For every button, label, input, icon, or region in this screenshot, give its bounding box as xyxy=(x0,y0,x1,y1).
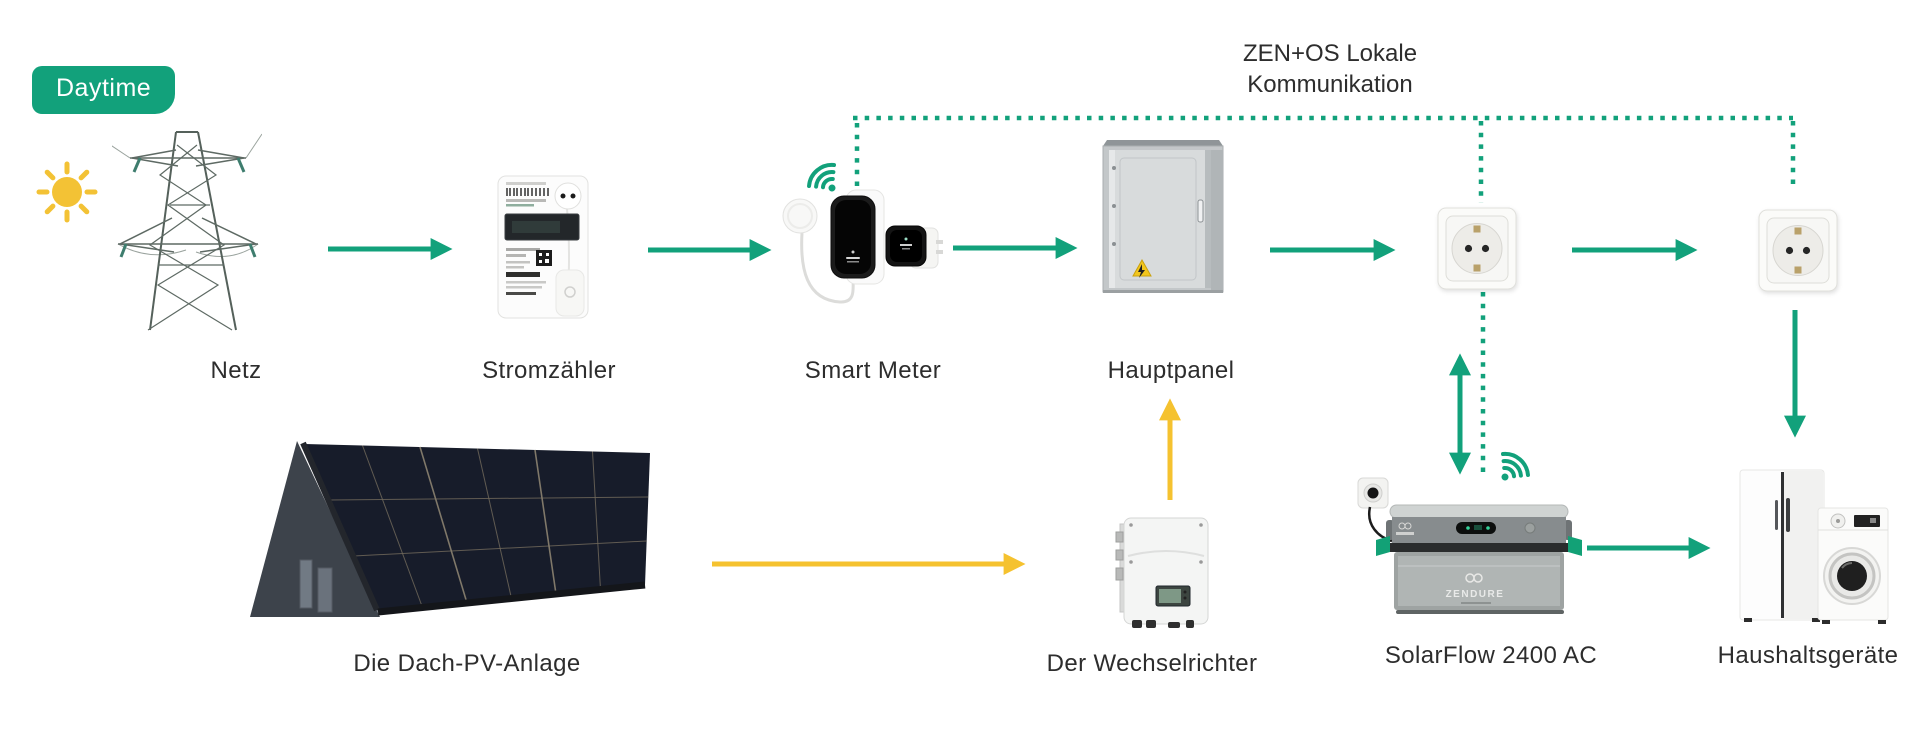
wifi-icon xyxy=(1500,451,1530,481)
green-handle-left xyxy=(1376,536,1390,556)
label-smart-meter: Smart Meter xyxy=(804,357,942,384)
rooftop-pv-illustration xyxy=(250,441,650,617)
label-stromzaehler: Stromzähler xyxy=(482,357,616,384)
wifi-icon xyxy=(807,162,837,192)
inverter-illustration xyxy=(1115,517,1209,628)
sun-icon xyxy=(36,161,98,223)
smart-meter-illustration xyxy=(782,162,943,304)
zenos-communication-annotation: ZEN+OS Lokale Kommunikation xyxy=(1243,38,1417,100)
household-appliances-illustration xyxy=(1739,469,1889,624)
daytime-badge: Daytime xyxy=(32,66,176,114)
annotation-line1: ZEN+OS Lokale xyxy=(1242,40,1418,67)
label-wechselrichter: Der Wechselrichter xyxy=(1046,650,1258,677)
solarflow-battery-illustration: ZENDURE xyxy=(1357,451,1582,614)
label-haushaltsgeraete: Haushaltsgeräte xyxy=(1717,642,1899,669)
wall-outlet-1-illustration xyxy=(1437,207,1517,290)
warning-triangle-icon xyxy=(1132,258,1152,278)
label-pv: Die Dach-PV-Anlage xyxy=(353,650,581,677)
wall-outlet-2-illustration xyxy=(1758,209,1838,292)
annotation-line2: Kommunikation xyxy=(1247,71,1413,98)
label-solarflow: SolarFlow 2400 AC xyxy=(1384,642,1598,669)
solarflow-brand-text: ZENDURE xyxy=(1446,589,1505,600)
electricity-meter-illustration xyxy=(497,175,589,319)
label-netz: Netz xyxy=(210,357,262,384)
label-hauptpanel: Hauptpanel xyxy=(1107,357,1235,384)
main-panel-cabinet-illustration xyxy=(1102,140,1224,293)
power-grid-tower-illustration xyxy=(112,131,262,331)
green-handle-right xyxy=(1568,536,1582,556)
sensor-cable xyxy=(800,232,855,304)
